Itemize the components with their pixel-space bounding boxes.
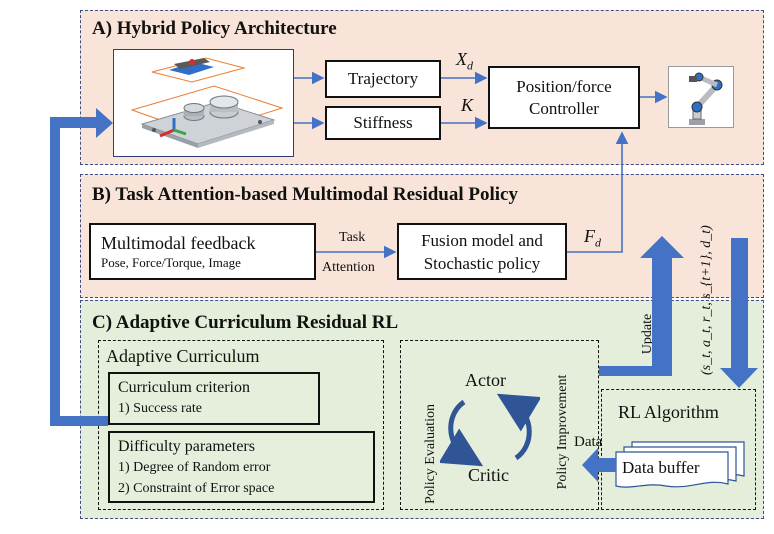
task-label: Task [339, 230, 366, 245]
fusion-line1: Fusion model and [421, 230, 543, 250]
cycle-arrows-icon [438, 392, 542, 468]
feedback-title: Multimodal feedback [101, 232, 256, 253]
stiffness-box: Stiffness [325, 106, 441, 140]
trajectory-box: Trajectory [325, 60, 441, 98]
actor-critic-box [400, 340, 599, 510]
position-force-controller-box: Position/force Controller [488, 66, 640, 129]
xd-symbol: X [456, 49, 467, 69]
robot-arm-icon [668, 66, 734, 128]
critic-label: Critic [468, 465, 509, 485]
stiffness-label: Stiffness [353, 113, 413, 132]
xd-subscript: d [467, 58, 473, 73]
data-buffer-label: Data buffer [622, 458, 700, 477]
feedback-subtitle: Pose, Force/Torque, Image [101, 254, 241, 270]
peg-in-hole-scene-icon [113, 49, 294, 157]
panel-b-title: B) Task Attention-based Multimodal Resid… [92, 184, 518, 205]
data-buffer-stack [612, 440, 747, 490]
update-arrow [599, 236, 684, 376]
rl-algorithm-box [601, 389, 756, 510]
attention-label: Attention [322, 260, 375, 275]
data-label: Data [574, 434, 603, 450]
rl-algorithm-title: RL Algorithm [618, 402, 719, 422]
difficulty-parameters-box [108, 431, 375, 503]
criterion-item: 1) Success rate [118, 401, 202, 416]
fusion-line2: Stochastic policy [423, 253, 541, 273]
criterion-title: Curriculum criterion [118, 379, 250, 396]
actor-label: Actor [465, 370, 506, 390]
difficulty-item2: 2) Constraint of Error space [118, 481, 275, 496]
fd-to-controller-arrow [567, 131, 629, 253]
panel-c-title: C) Adaptive Curriculum Residual RL [92, 312, 399, 333]
fusion-model-box: Fusion model and Stochastic policy [397, 223, 567, 280]
k-label: K [461, 95, 474, 115]
adaptive-curriculum-title: Adaptive Curriculum [106, 346, 260, 366]
xd-label: Xd [456, 49, 473, 74]
difficulty-item1: 1) Degree of Random error [118, 460, 271, 475]
panel-a-title: A) Hybrid Policy Architecture [92, 18, 337, 39]
fd-label: Fd [584, 226, 601, 251]
trajectory-label: Trajectory [347, 69, 419, 88]
data-arrow [582, 448, 616, 482]
fd-symbol: F [584, 226, 595, 246]
difficulty-title: Difficulty parameters [118, 438, 255, 455]
controller-label-line1: Position/force [516, 76, 612, 96]
curriculum-feedback-loop-arrow [50, 108, 113, 426]
curriculum-criterion-box [108, 372, 320, 425]
fd-subscript: d [595, 235, 601, 250]
transition-arrow [720, 238, 758, 388]
multimodal-feedback-box: Multimodal feedback Pose, Force/Torque, … [89, 223, 316, 280]
controller-label-line2: Controller [529, 98, 599, 118]
